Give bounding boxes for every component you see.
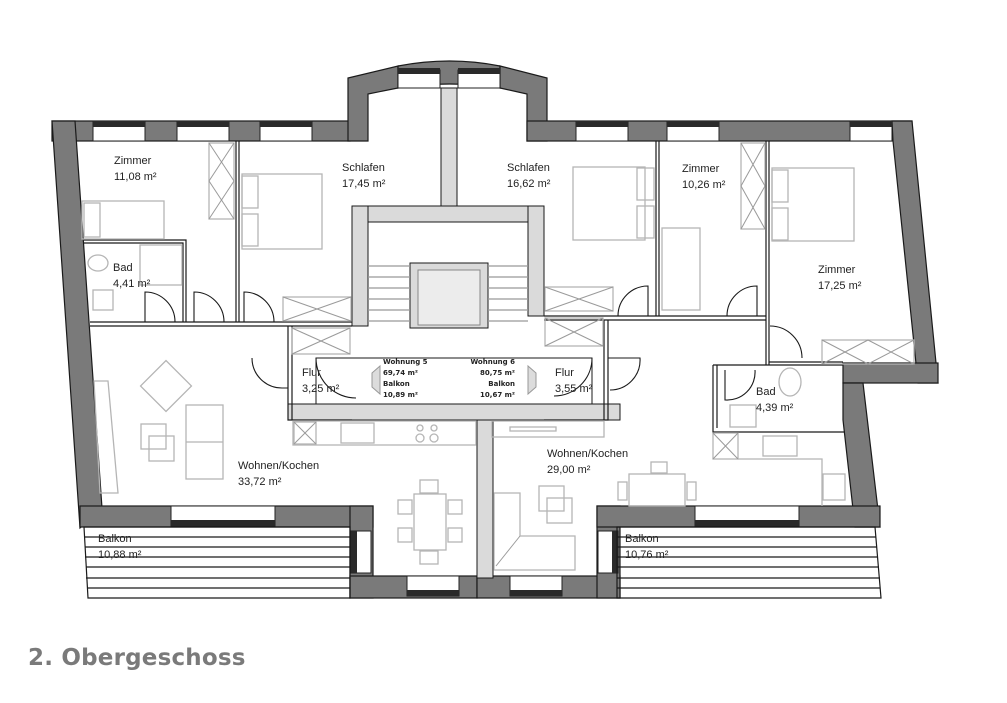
balcony-right (616, 526, 882, 599)
apartment-summary-w5: Wohnung 5 69,74 m² Balkon 10,89 m² (383, 357, 428, 401)
room-area: 10,88 m² (98, 549, 142, 561)
room-label-w5-flur: Flur 3,25 m² (302, 365, 339, 397)
room-area: 10,76 m² (625, 549, 669, 561)
balcony-left (83, 526, 351, 599)
apartment-area: 80,75 m² (480, 369, 515, 377)
room-label-w6-zimmer-small: Zimmer 10,26 m² (682, 161, 725, 193)
room-area: 29,00 m² (547, 464, 591, 476)
room-name: Wohnen/Kochen (547, 448, 629, 460)
room-area: 3,55 m² (555, 383, 593, 395)
room-label-w6-wohnen: Wohnen/Kochen 29,00 m² (547, 446, 628, 478)
room-label-w5-zimmer: Zimmer 11,08 m² (114, 153, 157, 185)
room-name: Zimmer (818, 264, 856, 276)
room-name: Wohnen/Kochen (238, 460, 320, 472)
interior-walls (84, 141, 845, 433)
room-area: 17,45 m² (342, 178, 386, 190)
room-label-w6-zimmer-large: Zimmer 17,25 m² (818, 262, 861, 294)
room-area: 33,72 m² (238, 476, 282, 488)
apartment-area: 69,74 m² (383, 369, 418, 377)
room-label-w5-bad: Bad 4,41 m² (113, 260, 150, 292)
furniture-w6 (491, 142, 915, 571)
windows (92, 68, 893, 597)
room-name: Zimmer (114, 155, 152, 167)
room-label-w6-balkon: Balkon 10,76 m² (625, 531, 668, 563)
room-label-w6-schlafen: Schlafen 16,62 m² (507, 160, 550, 192)
room-area: 16,62 m² (507, 178, 551, 190)
room-area: 4,41 m² (113, 278, 151, 290)
apartment-summary-w6: Wohnung 6 80,75 m² Balkon 10,67 m² (470, 357, 515, 401)
room-label-w5-balkon: Balkon 10,88 m² (98, 531, 141, 563)
room-area: 10,26 m² (682, 179, 726, 191)
staircase (287, 87, 621, 579)
room-label-w5-schlafen: Schlafen 17,45 m² (342, 160, 385, 192)
room-name: Flur (302, 367, 321, 379)
room-name: Flur (555, 367, 574, 379)
room-area: 4,39 m² (756, 402, 794, 414)
room-name: Balkon (98, 533, 132, 545)
floor-plan (51, 60, 939, 599)
floor-title: 2. Obergeschoss (28, 645, 246, 671)
room-name: Balkon (625, 533, 659, 545)
doors (144, 285, 803, 401)
balcony-area: 10,89 m² (383, 391, 418, 399)
room-area: 11,08 m² (114, 171, 157, 183)
room-label-w6-flur: Flur 3,55 m² (555, 365, 592, 397)
room-label-w5-wohnen: Wohnen/Kochen 33,72 m² (238, 458, 319, 490)
room-name: Schlafen (507, 162, 550, 174)
room-area: 3,25 m² (302, 383, 340, 395)
room-label-w6-bad: Bad 4,39 m² (756, 384, 793, 416)
room-name: Zimmer (682, 163, 720, 175)
room-name: Bad (756, 386, 776, 398)
room-name: Bad (113, 262, 133, 274)
balcony-label: Balkon (383, 380, 410, 388)
room-area: 17,25 m² (818, 280, 862, 292)
apartment-name: Wohnung 5 (383, 358, 428, 366)
balcony-area: 10,67 m² (480, 391, 515, 399)
room-name: Schlafen (342, 162, 385, 174)
furniture-w5 (81, 142, 477, 565)
balcony-label: Balkon (488, 380, 515, 388)
apartment-name: Wohnung 6 (470, 358, 515, 366)
